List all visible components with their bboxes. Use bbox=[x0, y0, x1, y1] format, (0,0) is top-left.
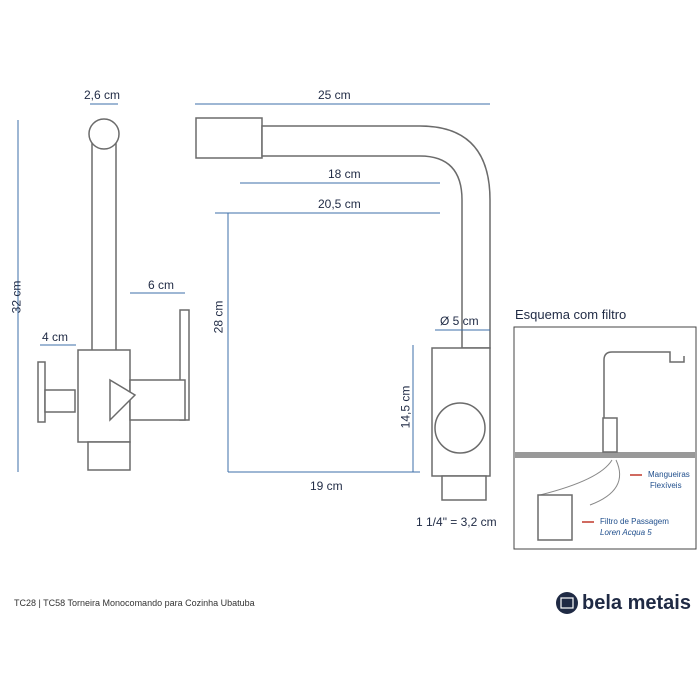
dimension-lines bbox=[17, 103, 490, 473]
dim-total-height: 32 cm bbox=[9, 280, 24, 314]
footer-caption: TC28 | TC58 Torneira Monocomando para Co… bbox=[14, 598, 255, 608]
schema-title: Esquema com filtro bbox=[515, 307, 627, 322]
filter-label-1: Filtro de Passagem bbox=[600, 517, 669, 526]
dim-body-diameter: Ø 5 cm bbox=[440, 314, 479, 328]
dim-top-width: 2,6 cm bbox=[84, 88, 121, 102]
brand-logo-icon bbox=[556, 592, 578, 614]
dim-body-height: 14,5 cm bbox=[398, 385, 413, 429]
dim-base-reach: 19 cm bbox=[310, 479, 343, 493]
dim-spout-length: 25 cm bbox=[318, 88, 351, 102]
hoses-label-1: Mangueiras bbox=[648, 470, 690, 479]
filter-label-2: Loren Acqua 5 bbox=[600, 528, 652, 537]
filter-schema-diagram bbox=[513, 326, 697, 550]
dim-lever-offset: 6 cm bbox=[148, 278, 175, 292]
faucet-front-view bbox=[195, 117, 491, 501]
dim-spout-height: 28 cm bbox=[211, 300, 226, 334]
brand-name: bela metais bbox=[582, 592, 691, 614]
faucet-side-view bbox=[37, 118, 190, 471]
dim-left-lever: 4 cm bbox=[42, 330, 69, 344]
dim-reach-inner: 18 cm bbox=[328, 167, 361, 181]
dim-thread: 1 1/4" = 3,2 cm bbox=[416, 515, 497, 529]
dim-reach: 20,5 cm bbox=[318, 197, 361, 211]
hoses-label-2: Flexíveis bbox=[650, 481, 682, 490]
